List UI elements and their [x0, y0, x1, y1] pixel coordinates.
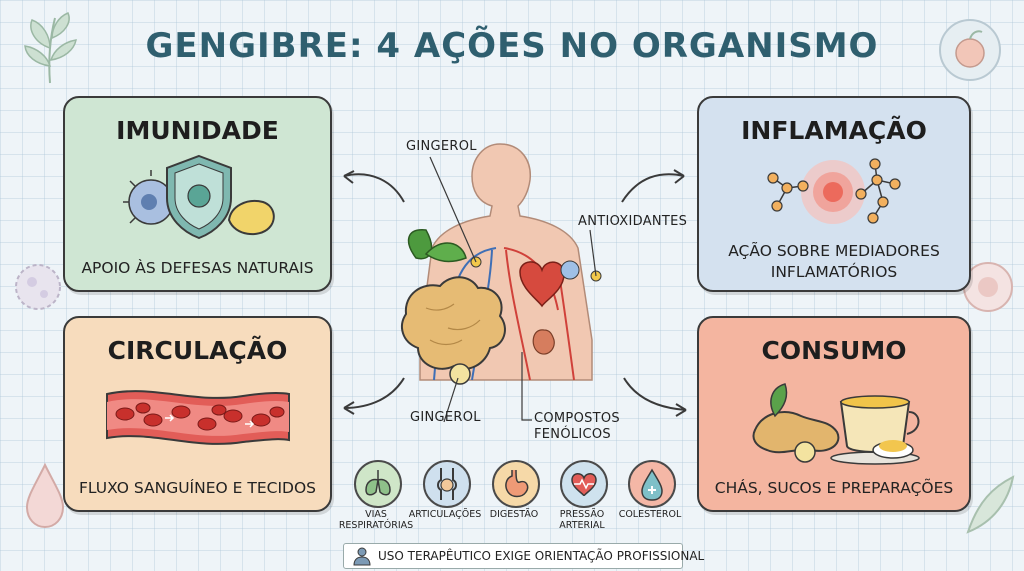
label-compostos-line2: FENÓLICOS [534, 427, 611, 442]
card-imunidade-desc: APOIO ÀS DEFESAS NATURAIS [81, 259, 314, 277]
icon-label-colesterol: COLESTEROL [618, 509, 682, 520]
doctor-icon [353, 547, 371, 566]
card-inflamacao-desc-line1: AÇÃO SOBRE MEDIADORES [728, 242, 940, 260]
joint-icon [423, 460, 471, 508]
icon-label-digestao: DIGESTÃO [489, 509, 539, 520]
nutrition-decoration-icon [939, 19, 1001, 81]
card-inflamacao: INFLAMAÇÃO AÇÃO SOBRE MEDIADORES INFLAMA… [697, 96, 971, 292]
icon-label-pressao-line2: ARTERIAL [559, 520, 605, 531]
card-circulacao: CIRCULAÇÃO FLUXO SANGUÍNEO E TECIDOS [63, 316, 332, 512]
ginger-root-illustration [401, 229, 506, 385]
card-circulacao-desc: FLUXO SANGUÍNEO E TECIDOS [79, 479, 316, 497]
icon-label-vias-line1: VIAS [365, 509, 387, 520]
arrow-to-consumo [623, 377, 687, 411]
label-gingerol-bottom: GINGEROL [410, 410, 481, 425]
page-title: GENGIBRE: 4 AÇÕES NO ORGANISMO [145, 26, 879, 66]
card-inflamacao-title: INFLAMAÇÃO [741, 116, 927, 145]
blood-pressure-icon [560, 460, 608, 508]
icon-label-vias-line2: RESPIRATÓRIAS [338, 520, 414, 531]
card-consumo: CONSUMO CHÁS, SUCOS E PREPARAÇÕES [697, 316, 971, 512]
label-gingerol-top: GINGEROL [406, 139, 477, 154]
stomach-icon [492, 460, 540, 508]
drop-decoration-icon [25, 462, 65, 529]
card-consumo-title: CONSUMO [761, 336, 907, 365]
icon-label-articulacoes: ARTICULAÇÕES [408, 509, 482, 520]
arrow-to-inflamacao [621, 173, 685, 203]
footer-disclaimer: USO TERAPÊUTICO EXIGE ORIENTAÇÃO PROFISS… [343, 543, 704, 569]
icon-label-pressao-line1: PRESSÃO [559, 509, 605, 520]
arrow-to-imunidade [343, 173, 405, 203]
arrow-to-circulacao [343, 377, 405, 409]
lungs-icon [354, 460, 402, 508]
leaf-decoration-icon [24, 12, 77, 84]
card-imunidade-title: IMUNIDADE [116, 116, 279, 145]
card-imunidade: IMUNIDADE APOIO ÀS DEFESAS NATURAIS [63, 96, 332, 292]
card-inflamacao-desc-line2: INFLAMATÓRIOS [770, 263, 898, 281]
shield-icon [123, 154, 275, 240]
card-consumo-desc: CHÁS, SUCOS E PREPARAÇÕES [714, 479, 954, 497]
molecule-icon [767, 158, 901, 224]
label-antioxidantes: ANTIOXIDANTES [578, 214, 688, 229]
bacteria-decoration-icon [15, 264, 61, 310]
label-compostos-line1: COMPOSTOS [534, 411, 620, 426]
card-circulacao-title: CIRCULAÇÃO [107, 336, 288, 365]
footer-text: USO TERAPÊUTICO EXIGE ORIENTAÇÃO PROFISS… [378, 549, 705, 563]
blood-vessel-icon [106, 390, 290, 445]
cholesterol-icon [628, 460, 676, 508]
leaf-corner-decoration-icon [966, 475, 1015, 534]
tea-cup-icon [752, 383, 920, 465]
